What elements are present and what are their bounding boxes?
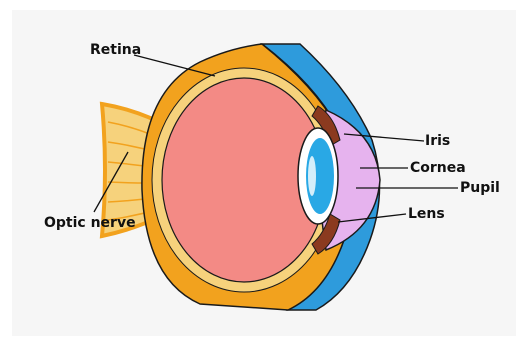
label-pupil: Pupil: [460, 181, 500, 195]
label-iris: Iris: [425, 134, 450, 148]
label-lens: Lens: [408, 207, 445, 221]
lens-highlight: [308, 156, 316, 196]
label-retina: Retina: [90, 43, 141, 57]
label-cornea: Cornea: [410, 161, 466, 175]
label-optic-nerve: Optic nerve: [44, 216, 136, 230]
